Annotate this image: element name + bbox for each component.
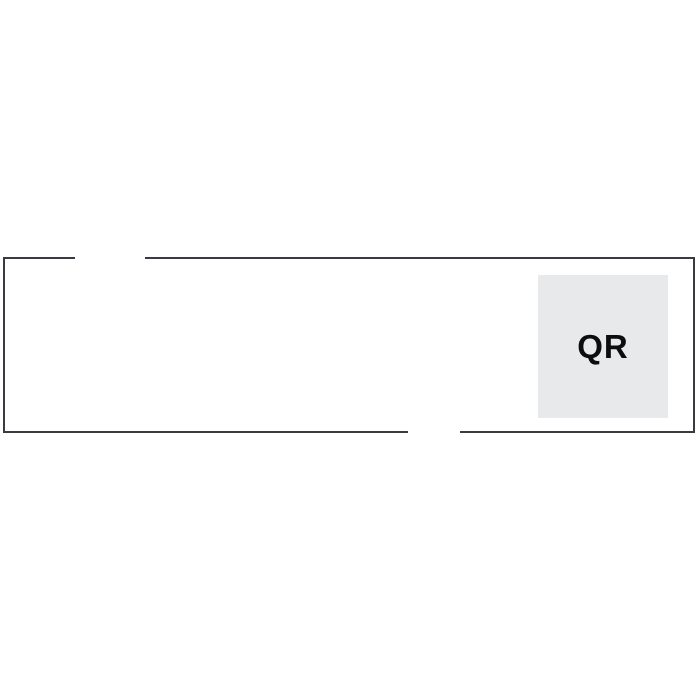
card-body <box>5 259 536 431</box>
qr-code-placeholder[interactable]: QR <box>538 275 668 418</box>
ticket-strip[interactable]: QR <box>3 257 695 433</box>
card-border-right <box>693 257 695 433</box>
card-border-left <box>3 257 5 433</box>
card-border-top-segment-b <box>145 257 695 259</box>
qr-code-label: QR <box>577 328 629 365</box>
card-border-bottom-segment-a <box>3 431 408 433</box>
card-border-top-segment-a <box>3 257 75 259</box>
card-border-bottom-segment-b <box>460 431 695 433</box>
